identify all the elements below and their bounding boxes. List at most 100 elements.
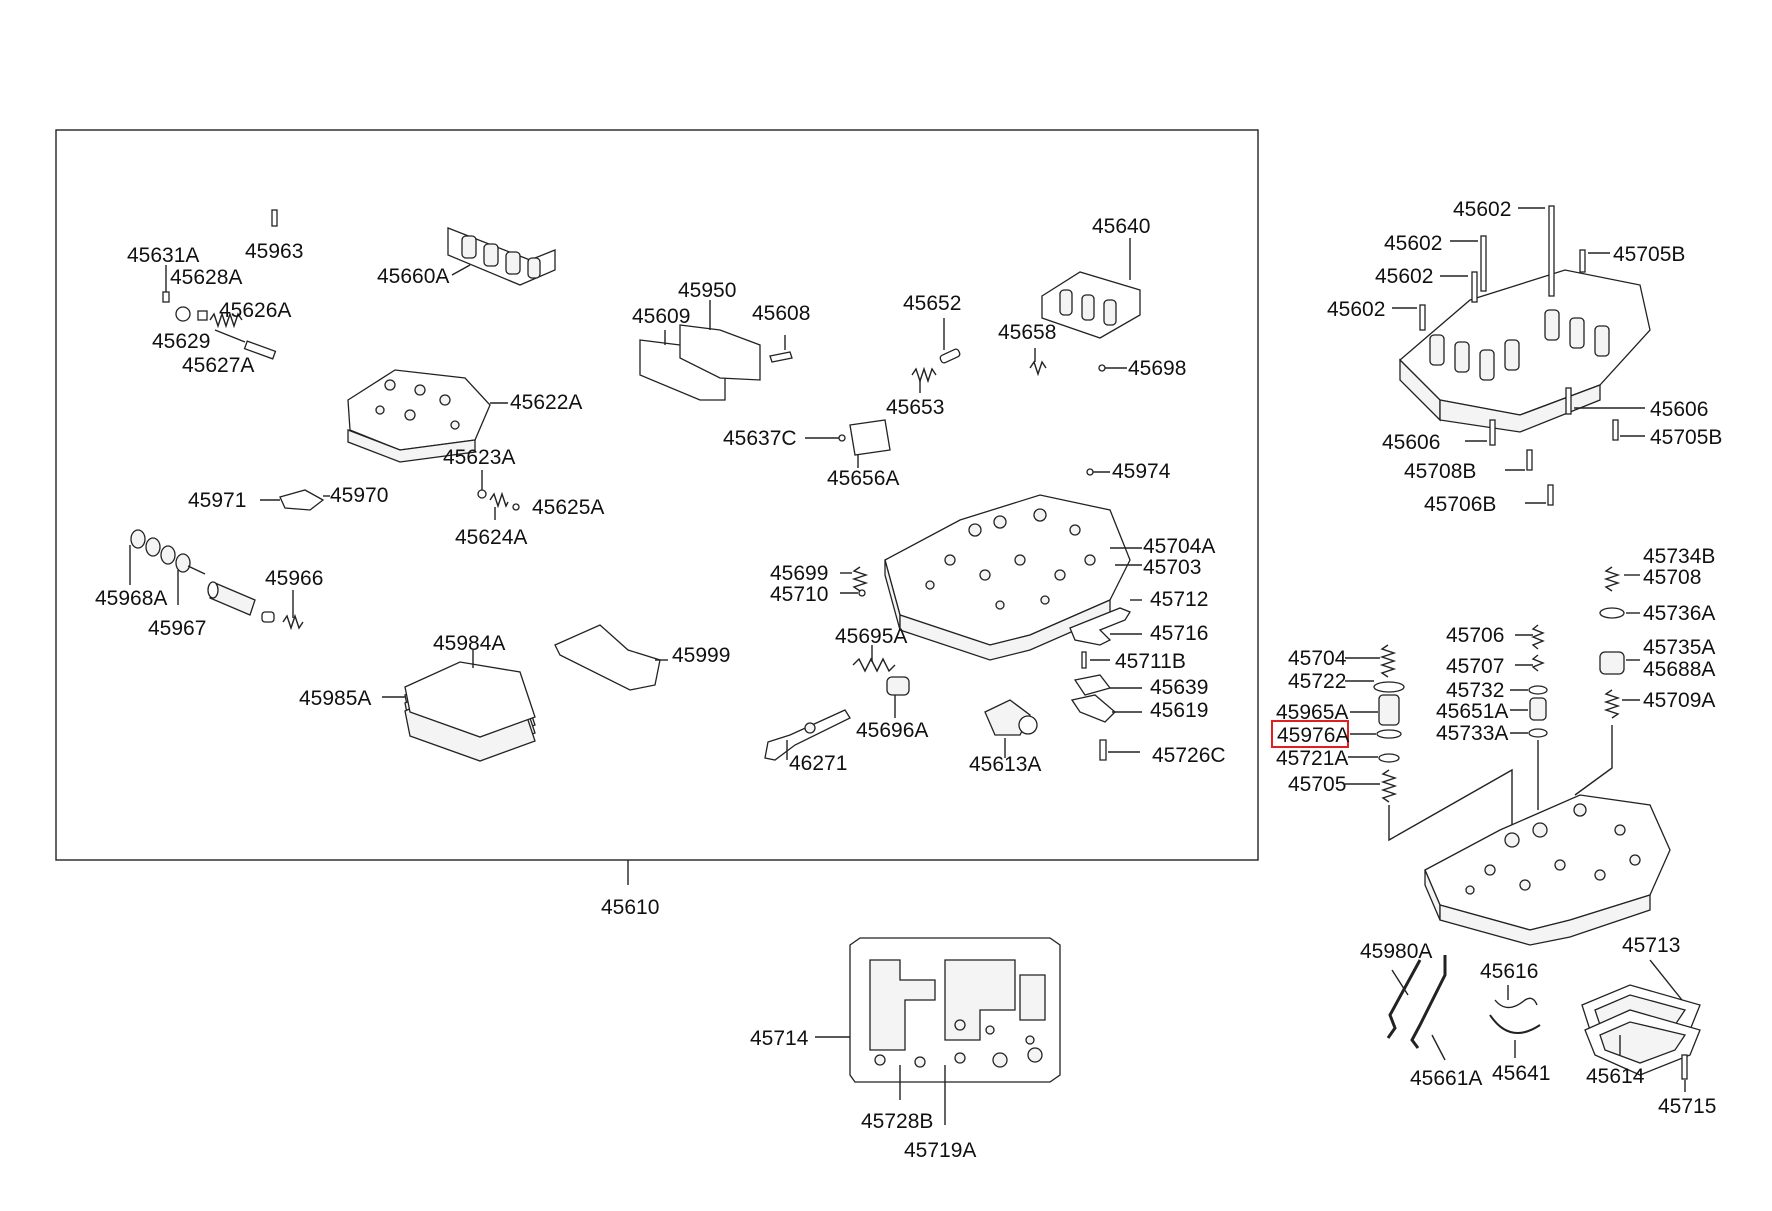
- plate-45619: [1070, 694, 1116, 723]
- label-45999: 45999: [672, 644, 730, 667]
- pin-45963: [271, 209, 278, 227]
- label-45623A: 45623A: [443, 446, 515, 469]
- spring-45653: [911, 366, 937, 384]
- label-45708B: 45708B: [1404, 460, 1476, 483]
- label-45699: 45699: [770, 562, 828, 585]
- plug-45735A: [1599, 651, 1625, 675]
- label-45963: 45963: [245, 240, 303, 263]
- label-45637C: 45637C: [723, 427, 797, 450]
- label-45631A: 45631A: [127, 244, 199, 267]
- label-45626A: 45626A: [219, 299, 291, 322]
- label-45733A: 45733A: [1436, 722, 1508, 745]
- label-45703: 45703: [1143, 556, 1201, 579]
- label-45629: 45629: [152, 330, 210, 353]
- label-45640: 45640: [1092, 215, 1150, 238]
- label-45625A: 45625A: [532, 496, 604, 519]
- label-46271: 46271: [789, 752, 847, 775]
- assembly-line-right: [1574, 725, 1613, 796]
- clip-45616: [1494, 997, 1538, 1009]
- label-45980A: 45980A: [1360, 940, 1432, 963]
- ball-45623A: [477, 489, 487, 499]
- plate-45950: [679, 324, 761, 381]
- part-45660A: [447, 227, 556, 286]
- label-45639: 45639: [1150, 676, 1208, 699]
- screw-45637C: [838, 434, 846, 442]
- label-45613A: 45613A: [969, 753, 1041, 776]
- label-45715: 45715: [1658, 1095, 1716, 1118]
- seal-45736A: [1599, 607, 1625, 619]
- bolt-45608: [769, 351, 793, 363]
- label-45609: 45609: [632, 305, 690, 328]
- part-45704A-valve-body: [884, 494, 1131, 661]
- plate-45639: [1073, 674, 1112, 696]
- label-45622A: 45622A: [510, 391, 582, 414]
- bolt-45705B-top: [1579, 249, 1586, 273]
- label-45624A: 45624A: [455, 526, 527, 549]
- spool-45968A: [130, 529, 206, 575]
- label-45641: 45641: [1492, 1062, 1550, 1085]
- plug-45651A: [1529, 697, 1547, 721]
- spring-45627A: [209, 311, 243, 329]
- plug-45966: [261, 611, 275, 623]
- pin-45652: [939, 348, 961, 364]
- label-45967: 45967: [148, 617, 206, 640]
- label-45660A: 45660A: [377, 265, 449, 288]
- spring-45624A: [489, 491, 509, 509]
- label-45735A: 45735A: [1643, 636, 1715, 659]
- label-45726C: 45726C: [1152, 744, 1226, 767]
- label-45704: 45704: [1288, 647, 1347, 670]
- label-45704A: 45704A: [1143, 535, 1215, 558]
- label-45706B: 45706B: [1424, 493, 1496, 516]
- seal-45722: [1373, 681, 1405, 693]
- label-45658: 45658: [998, 321, 1056, 344]
- label-45984A: 45984A: [433, 632, 505, 655]
- bolt-45708B: [1526, 449, 1533, 471]
- assembly-line-left: [1388, 768, 1513, 842]
- spring-45704: [1379, 644, 1397, 678]
- label-45602-4: 45602: [1327, 298, 1385, 321]
- label-45606-1: 45606: [1650, 398, 1708, 421]
- ball-45710: [858, 589, 866, 597]
- ball-45974: [1086, 468, 1094, 476]
- pin-45625A: [512, 503, 520, 511]
- spring-45966: [282, 613, 304, 631]
- assembly-group-frame: [55, 129, 1259, 861]
- label-45971: 45971: [188, 489, 246, 512]
- label-45968A: 45968A: [95, 587, 167, 610]
- label-45696A: 45696A: [856, 719, 928, 742]
- label-45695A: 45695A: [835, 625, 907, 648]
- plate-45999: [554, 624, 661, 691]
- label-45721A: 45721A: [1276, 747, 1348, 770]
- cover-45970: [279, 489, 325, 511]
- tube-45980A: [1386, 959, 1422, 1039]
- label-45705: 45705: [1288, 773, 1346, 796]
- label-45722: 45722: [1288, 670, 1346, 693]
- label-45614: 45614: [1586, 1065, 1645, 1088]
- label-45736A: 45736A: [1643, 602, 1715, 625]
- label-45728B: 45728B: [861, 1110, 933, 1133]
- part-45622A: [347, 369, 491, 463]
- sleeve-45965A: [1378, 694, 1400, 726]
- label-45732: 45732: [1446, 679, 1504, 702]
- bolts-45602: [1419, 205, 1555, 331]
- label-45707: 45707: [1446, 655, 1504, 678]
- bolt-45606-right: [1565, 387, 1572, 415]
- sleeve-45967: [207, 581, 256, 616]
- solenoid-45613A: [984, 699, 1038, 736]
- label-45627A: 45627A: [182, 354, 254, 377]
- plates-45984A: [404, 661, 536, 762]
- bolt-45606-left: [1489, 419, 1496, 446]
- spring-45707: [1531, 654, 1545, 672]
- spring-45699: [851, 566, 869, 592]
- bolt-45705B-bottom: [1612, 419, 1619, 441]
- bracket-45712: [1069, 607, 1131, 646]
- plate-45614: [1584, 1009, 1701, 1076]
- label-45616: 45616: [1480, 960, 1538, 983]
- bolt-45715: [1681, 1054, 1688, 1080]
- valve-46271: [764, 709, 851, 761]
- label-45602-1: 45602: [1453, 198, 1511, 221]
- part-45640: [1041, 271, 1141, 339]
- label-45709A: 45709A: [1643, 689, 1715, 712]
- seal-45976A: [1376, 729, 1402, 739]
